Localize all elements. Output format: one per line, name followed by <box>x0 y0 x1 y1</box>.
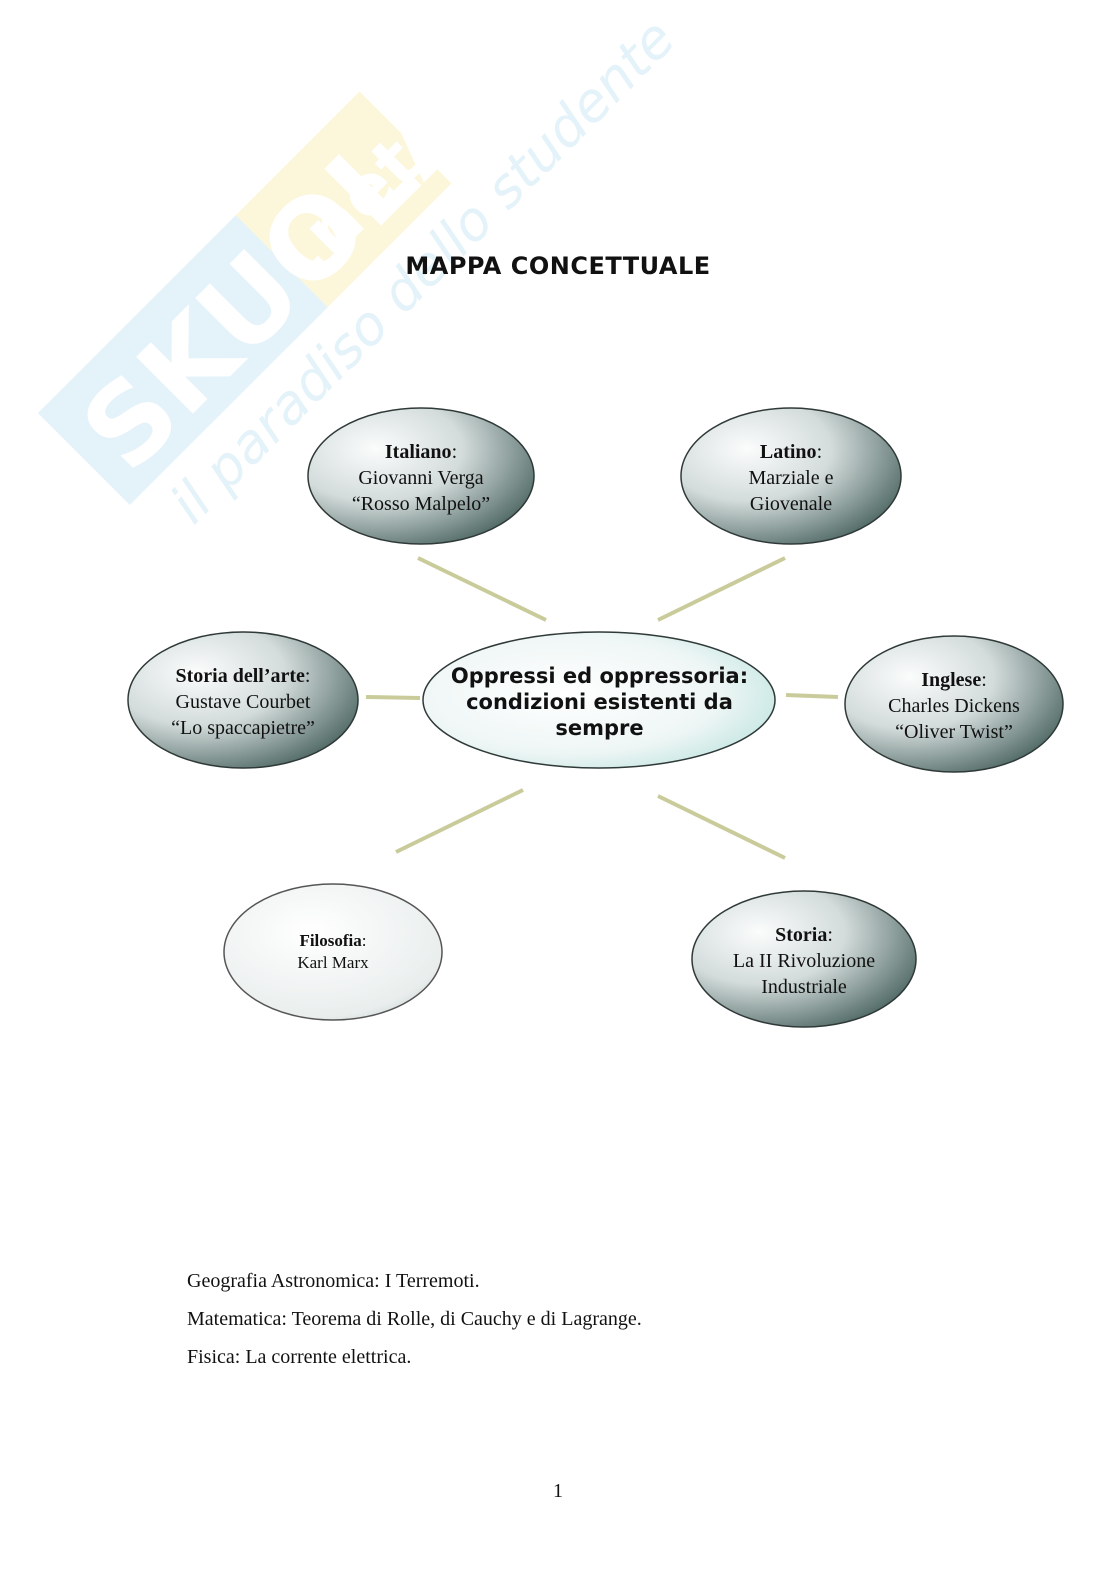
bubble-storia-shape <box>691 890 917 1028</box>
node-line: Industriale <box>761 976 847 998</box>
subject-line: Geografia Astronomica: I Terremoti. <box>187 1270 480 1292</box>
node-line: La II Rivoluzione <box>732 950 876 972</box>
connector-filosofia <box>395 788 524 854</box>
bubble-italiano-shape <box>307 407 535 545</box>
connector-storia <box>657 794 786 860</box>
node-subject: Filosofia <box>299 931 362 950</box>
node-line: Marziale e <box>748 467 834 489</box>
node-subject: Storia dell’arte <box>175 665 305 687</box>
subject-line: Matematica: Teorema di Rolle, di Cauchy … <box>187 1308 642 1330</box>
node-line: Giovanni Verga <box>358 467 484 489</box>
subject-line: Fisica: La corrente elettrica. <box>187 1346 412 1368</box>
node-line: Giovenale <box>749 493 833 515</box>
node-line: Karl Marx <box>297 953 369 972</box>
central-concept: Oppressi ed oppressoria: condizioni esis… <box>450 664 749 740</box>
node-line: “Lo spaccapietre” <box>171 717 315 739</box>
bubble-center-shape <box>422 631 776 769</box>
connector-latino <box>657 556 786 622</box>
node-latino: Latino: Marziale e Giovenale <box>748 441 834 515</box>
node-storia-arte: Storia dell’arte: Gustave Courbet “Lo sp… <box>171 665 315 739</box>
bubble-inglese-shape <box>844 635 1064 773</box>
node-line: Charles Dickens <box>888 695 1020 717</box>
node-line: “Rosso Malpelo” <box>351 493 491 515</box>
node-subject: Storia <box>775 924 828 946</box>
bubble-latino-shape <box>680 407 902 545</box>
node-line: “Oliver Twist” <box>895 721 1013 743</box>
page-title: MAPPA CONCETTUALE <box>405 252 711 280</box>
node-subject: Italiano <box>384 441 452 463</box>
connector-italiano <box>417 556 547 622</box>
page-number: 1 <box>553 1480 563 1502</box>
node-subject: Inglese <box>921 669 982 691</box>
node-subject: Latino <box>759 441 817 463</box>
additional-subjects: Geografia Astronomica: I Terremoti. Mate… <box>187 1262 642 1376</box>
node-line: Gustave Courbet <box>175 691 311 713</box>
node-filosofia: Filosofia: Karl Marx <box>297 931 369 972</box>
node-inglese: Inglese: Charles Dickens “Oliver Twist” <box>888 669 1020 743</box>
node-italiano: Italiano: Giovanni Verga “Rosso Malpelo” <box>351 441 491 515</box>
bubble-filosofia-shape <box>223 883 443 1021</box>
connector-inglese <box>785 693 839 699</box>
node-storia: Storia: La II Rivoluzione Industriale <box>732 924 876 998</box>
bubble-arte-shape <box>127 631 359 769</box>
connector-arte <box>365 695 421 700</box>
